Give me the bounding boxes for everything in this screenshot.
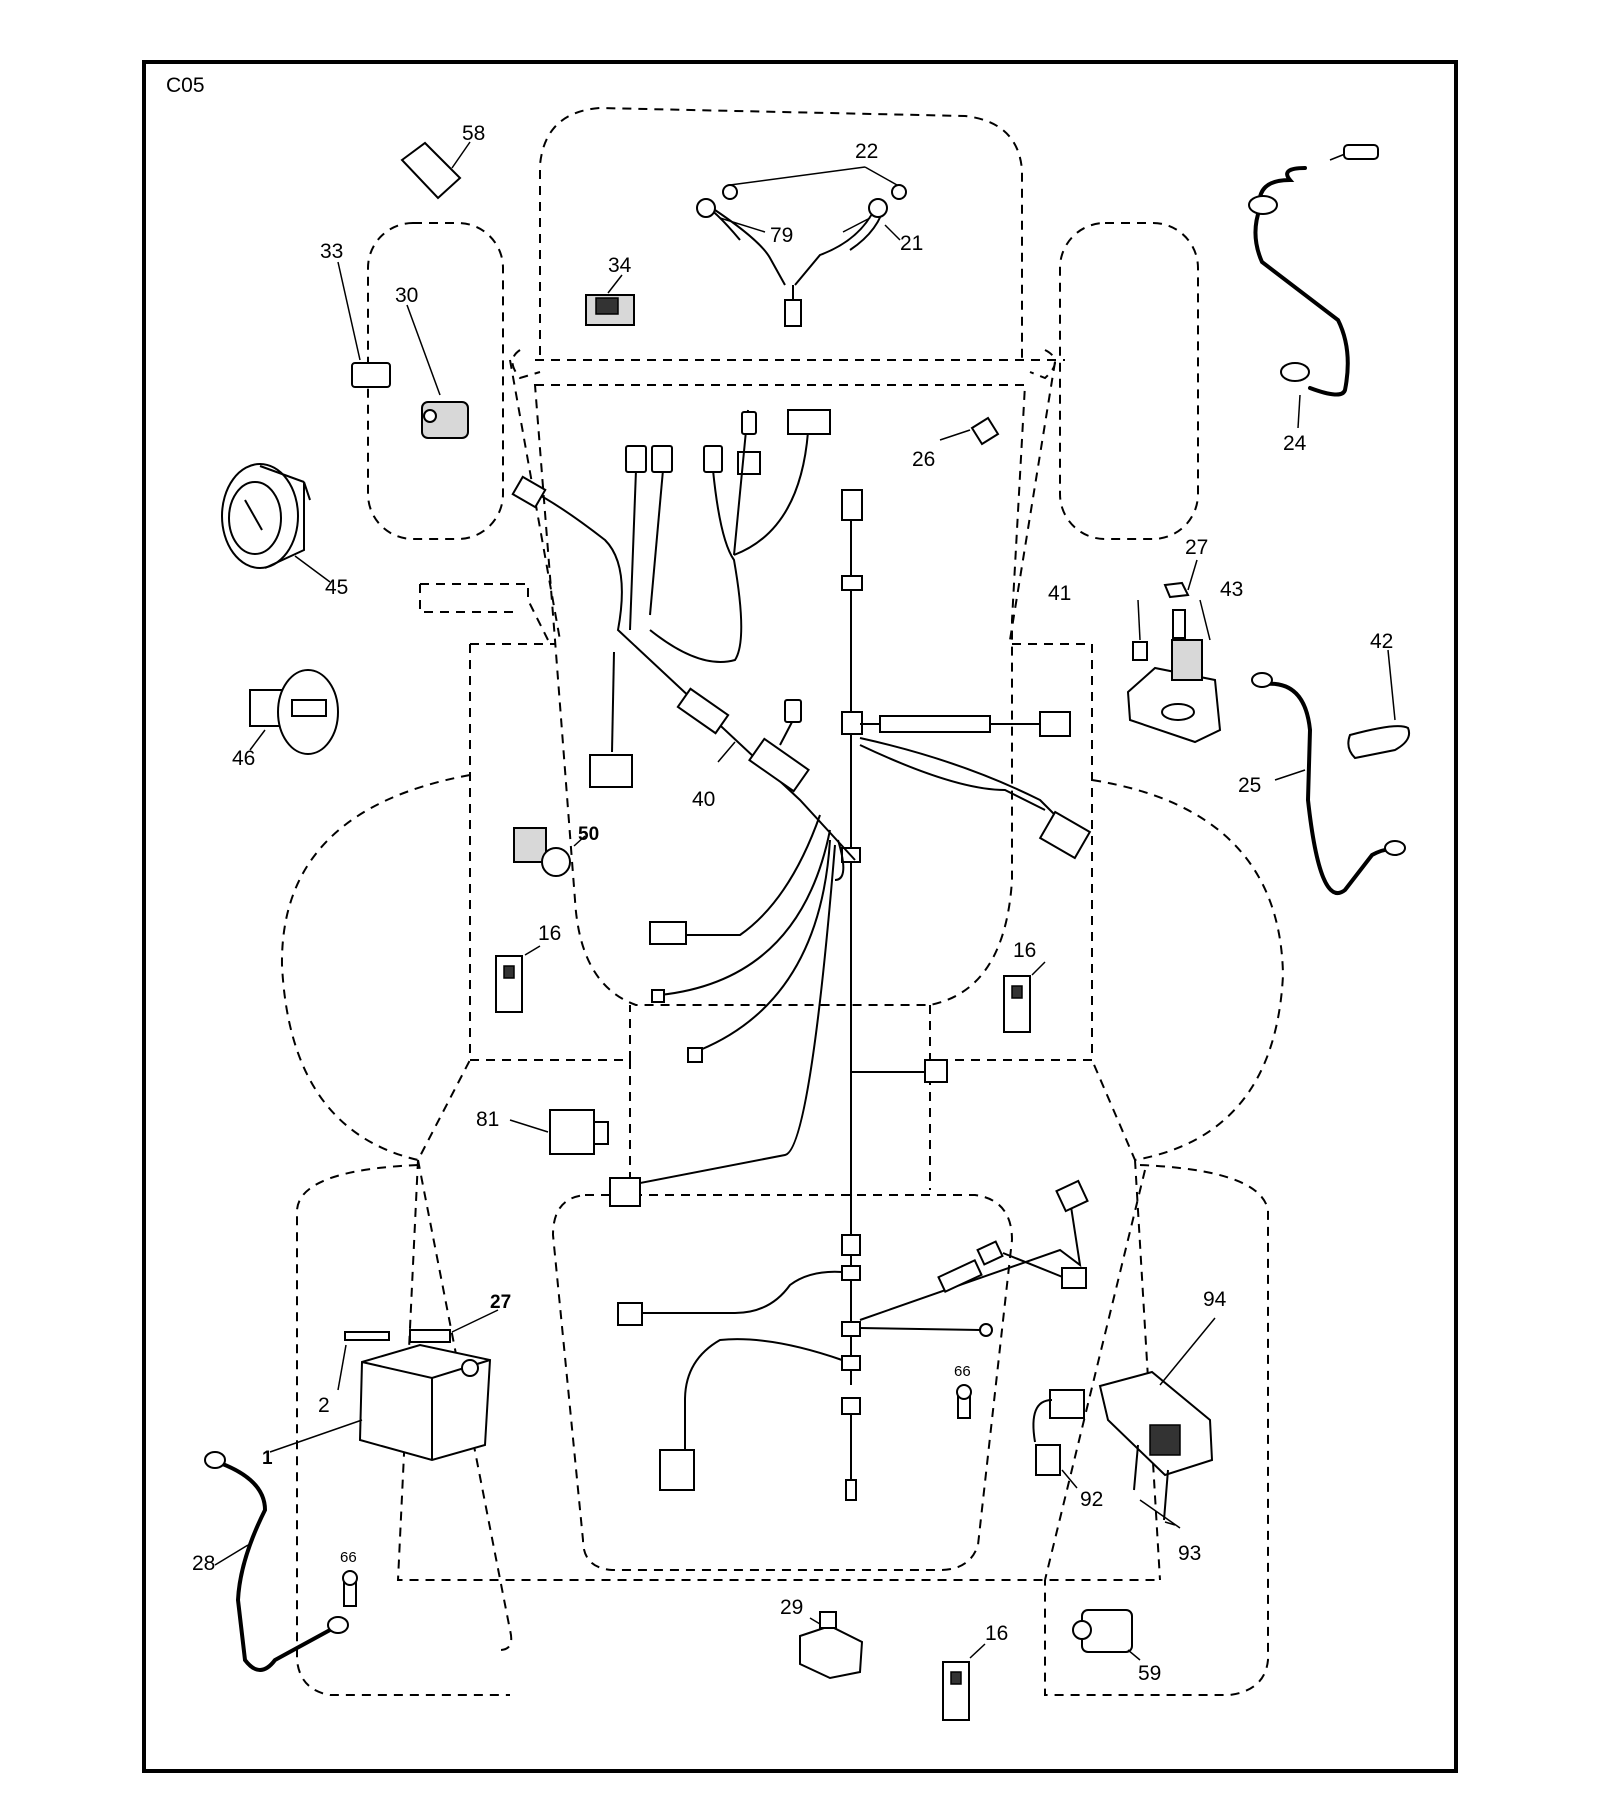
part-94-pto-switch-assembly [1032,1317,1216,1529]
callout-22: 22 [855,140,878,163]
part-16-interlock-switch-bottom [942,1643,986,1721]
callout-92: 92 [1080,1488,1103,1511]
callout-25: 25 [1238,774,1261,797]
part-59-module [1072,1609,1141,1661]
part-58-fuse-holder [400,141,471,200]
callout-27-battery: 27 [490,1292,511,1313]
callout-26: 26 [912,448,935,471]
harness-connector-right [1039,711,1071,737]
part-30-ignition-switch [406,304,469,439]
callout-43: 43 [1220,578,1243,601]
callout-81: 81 [476,1108,499,1131]
part-29-switch [799,1611,864,1680]
harness-connector-top [841,489,863,521]
callout-66-center: 66 [954,1363,971,1380]
part-81-relay [509,1109,609,1155]
rear-right-wheel-outline [1091,779,1285,1162]
part-27-battery-nut [409,1309,499,1343]
callout-30: 30 [395,284,418,307]
callout-42: 42 [1370,630,1393,653]
part-28-battery-cable [204,1451,349,1672]
diagram-frame [142,60,1458,1773]
harness-connector-lower-left [609,1177,641,1207]
part-24-battery-cable [1248,144,1379,429]
part-45-ammeter-gauge [221,463,331,583]
diagram-code: C05 [166,74,205,97]
callout-29: 29 [780,1596,803,1619]
part-26-fuse [939,416,1000,446]
callout-66-left: 66 [340,1549,357,1566]
harness-connector-4pin [787,409,831,435]
callout-33: 33 [320,240,343,263]
harness-connector-upper-left [511,475,547,509]
part-46-hour-meter [249,669,339,755]
part-43-solenoid-assembly [1126,559,1222,744]
part-50-switch [513,827,586,877]
callout-46: 46 [232,747,255,770]
callout-50: 50 [578,824,599,845]
part-16-interlock-switch-left [495,945,541,1013]
part-25-ground-cable [1251,672,1406,896]
part-16-interlock-switch-right [1003,961,1046,1033]
callout-79: 79 [770,224,793,247]
part-1-battery [269,1343,492,1462]
part-2-bolt [337,1331,390,1391]
front-right-wheel-outline [1059,222,1199,540]
part-22-headlight-harness [696,166,907,327]
part-34-rocker-switch [585,274,635,326]
callout-27-top: 27 [1185,536,1208,559]
callout-41: 41 [1048,582,1071,605]
callout-2: 2 [318,1394,330,1417]
callout-1: 1 [262,1448,273,1469]
callout-16-left: 16 [538,922,561,945]
rear-left-fender-outline [296,1164,510,1696]
part-42-terminal-boot [1347,649,1411,760]
harness-connector-bottom [845,1479,857,1501]
callout-21: 21 [900,232,923,255]
callout-58: 58 [462,122,485,145]
wiring-harness [511,409,1092,1501]
part-66-screw-center [956,1384,972,1419]
part-33-key-switch [337,261,391,388]
harness-connector-bottom-left [659,1449,695,1491]
callout-59: 59 [1138,1662,1161,1685]
callout-40: 40 [692,788,715,811]
callout-24: 24 [1283,432,1307,455]
callout-93: 93 [1178,1542,1201,1565]
callout-28: 28 [192,1552,215,1575]
callout-34: 34 [608,254,632,277]
rear-left-wheel-outline [280,774,471,1162]
callout-16-right: 16 [1013,939,1036,962]
callout-16-bottom: 16 [985,1622,1008,1645]
part-66-screw-left [342,1570,358,1607]
callout-45: 45 [325,576,348,599]
seat-outline [551,1194,1014,1571]
callout-94: 94 [1203,1288,1227,1311]
